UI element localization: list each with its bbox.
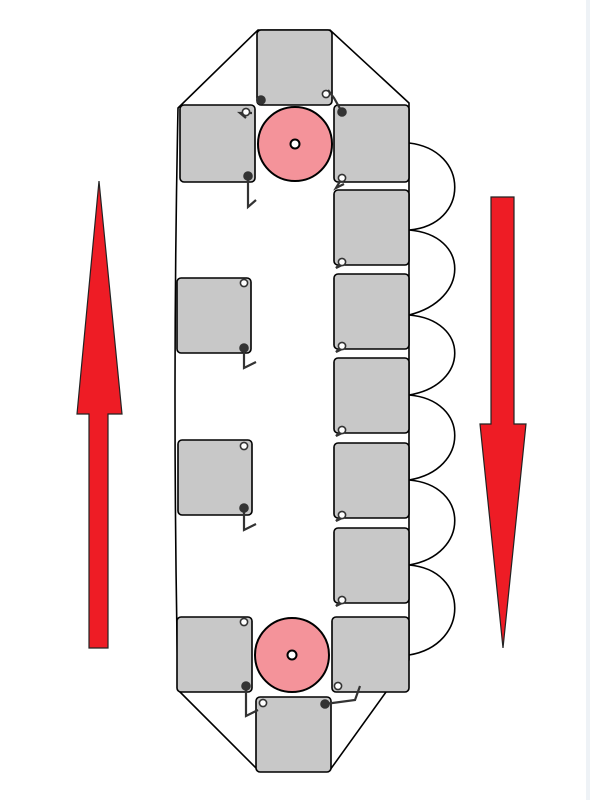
hook-pin [258,698,268,708]
hook-pin [337,595,347,605]
bucket [177,439,253,516]
hook-pin [337,425,347,435]
hook-pin [321,89,331,99]
arrow-up-icon [76,180,123,649]
hook-pin [239,617,249,627]
top-pulley [257,106,333,182]
bucket [331,616,410,693]
bucket-group [176,29,410,773]
hook-pin [337,510,347,520]
hook-pin [337,107,347,117]
hook-pin [256,95,266,105]
arrow-down-icon [479,196,527,649]
belt-wave [408,142,456,656]
hook-pin [239,278,249,288]
bucket [333,104,410,183]
bucket [333,442,410,519]
bucket [333,357,410,434]
hook-pin [337,173,347,183]
belt-outline [174,29,410,771]
bucket-hook [242,348,257,370]
bucket [256,29,333,106]
hook-pin [337,341,347,351]
hook-pin [239,441,249,451]
hook-pin [337,257,347,267]
hook-pin [241,107,251,117]
bucket [333,527,410,604]
bucket-hook [244,686,259,718]
hook-pin [243,171,253,181]
page-edge [586,0,590,800]
bottom-pulley [254,617,330,693]
bucket-hook [246,176,257,210]
bucket [176,616,253,693]
bucket [179,104,256,183]
hook-pin [239,343,249,353]
bucket [333,189,410,266]
bucket [255,696,332,773]
hook-pin [320,699,330,709]
hook-pin [239,503,249,513]
bucket-hook [324,685,362,706]
bucket [176,277,252,354]
hook-pin [241,681,251,691]
hook-pin [333,681,343,691]
bucket [333,273,410,350]
bucket-hook [242,508,257,532]
